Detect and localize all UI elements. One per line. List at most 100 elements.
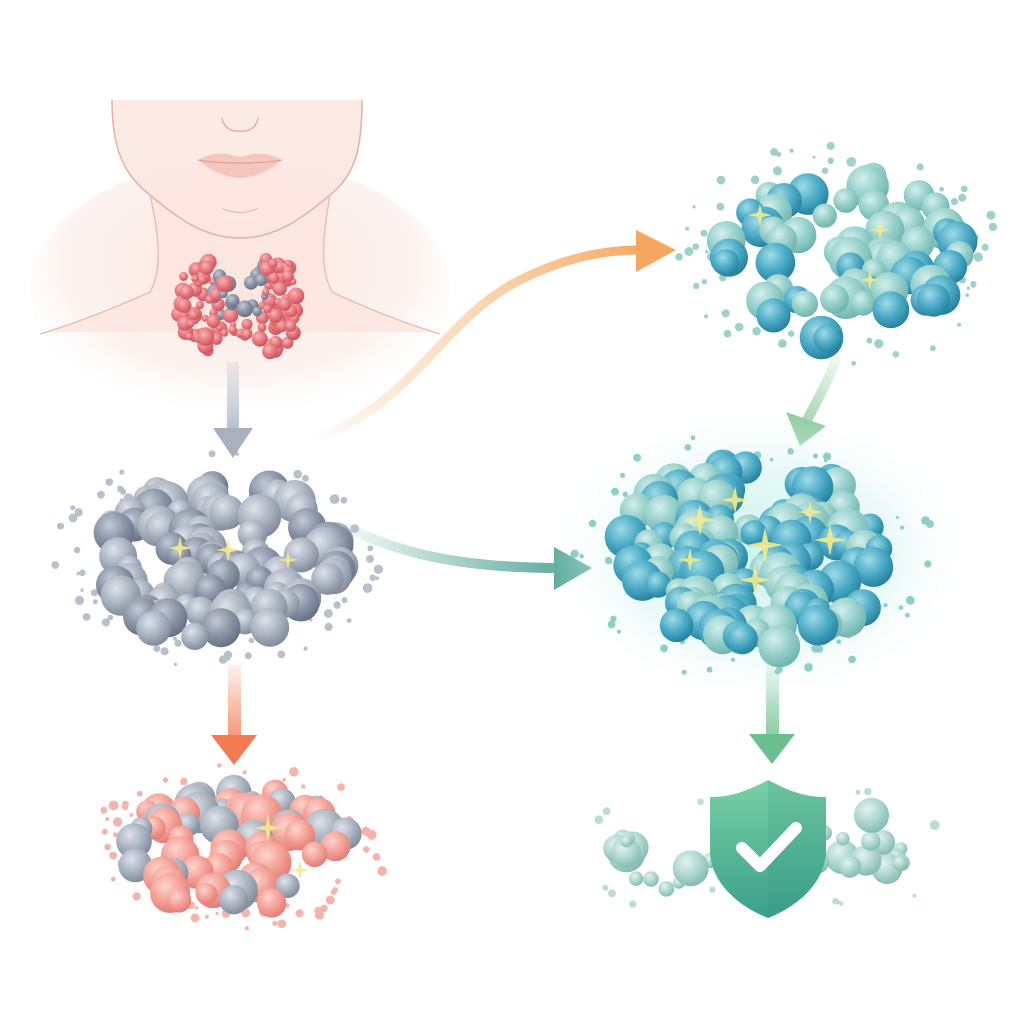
particle — [821, 167, 829, 174]
particle — [248, 637, 255, 644]
thyroid-cell — [199, 260, 214, 275]
particle — [616, 629, 622, 634]
particle — [629, 900, 637, 908]
cell — [136, 611, 172, 646]
particle — [855, 789, 861, 795]
particle — [604, 556, 613, 565]
bubble — [672, 850, 709, 887]
sparkle-icon — [216, 538, 240, 562]
particle — [787, 448, 794, 455]
particle — [242, 770, 247, 775]
thyroid-cell — [281, 270, 294, 283]
bubble — [658, 881, 675, 897]
particle — [132, 892, 141, 901]
cell — [250, 608, 290, 647]
arrow-grey-to-salmon-cluster — [211, 665, 257, 765]
particle — [369, 574, 377, 582]
particle — [848, 655, 856, 664]
particle — [898, 605, 904, 610]
thyroid-cell — [287, 287, 305, 305]
particle — [692, 243, 700, 251]
thyroid-cell — [241, 318, 253, 330]
particle — [244, 652, 252, 660]
bubble — [892, 855, 908, 871]
particle — [846, 157, 857, 167]
particle — [105, 478, 113, 486]
cell — [833, 188, 858, 213]
particle — [832, 898, 839, 905]
thyroid-cell — [186, 319, 195, 328]
particle — [957, 322, 962, 327]
thyroid-cell — [206, 314, 221, 328]
particle — [602, 884, 609, 891]
cell — [181, 622, 209, 651]
particle — [905, 595, 915, 605]
particle — [684, 444, 692, 451]
particle — [112, 832, 118, 838]
particle — [76, 571, 80, 576]
thyroid-gland — [171, 253, 305, 360]
particle — [110, 876, 116, 882]
cell — [726, 623, 758, 655]
particle — [970, 281, 977, 288]
thyroid-cell — [276, 320, 288, 333]
particle — [602, 807, 611, 816]
particle — [752, 326, 761, 336]
particle — [916, 163, 924, 171]
thyroid-cell — [195, 301, 204, 310]
particle — [900, 525, 905, 530]
particle — [302, 474, 309, 482]
particle — [700, 229, 708, 237]
particle — [362, 846, 370, 853]
thyroid-cell — [179, 284, 194, 300]
thyroid-cell — [252, 306, 262, 317]
sparkle-icon — [814, 524, 846, 556]
cell — [850, 290, 876, 316]
bubble — [836, 831, 850, 846]
sparkle-icon — [860, 270, 880, 290]
particle — [607, 889, 616, 898]
particle — [883, 603, 888, 608]
particle — [375, 576, 380, 581]
glowing-teal-cell-cluster-icon — [570, 435, 934, 675]
particle — [823, 452, 832, 461]
particle — [277, 919, 287, 928]
particle — [866, 337, 873, 344]
bubble — [620, 835, 633, 848]
thyroid-cell — [268, 272, 280, 284]
thyroid-cell — [263, 304, 272, 314]
particle — [851, 361, 857, 366]
particle — [70, 505, 76, 511]
particle — [836, 639, 842, 645]
particle — [282, 777, 286, 782]
particle — [119, 469, 125, 475]
particle — [815, 644, 824, 653]
particle — [730, 657, 736, 662]
cell — [755, 242, 796, 283]
particle — [190, 913, 200, 923]
cell — [320, 831, 351, 862]
particle — [314, 906, 323, 915]
particle — [579, 554, 584, 559]
sparkle-icon — [739, 564, 771, 596]
particle — [235, 452, 239, 456]
particle — [129, 813, 134, 817]
cell — [275, 873, 300, 898]
cell — [758, 625, 801, 668]
particle — [716, 175, 726, 185]
particle — [153, 645, 161, 652]
particle — [74, 595, 85, 606]
particle — [377, 866, 387, 876]
cell — [812, 203, 837, 228]
particle — [340, 496, 348, 504]
cell — [659, 608, 694, 643]
particle — [324, 622, 333, 632]
particle — [776, 666, 783, 673]
particle — [716, 202, 725, 211]
particle — [721, 309, 730, 318]
bubble — [861, 831, 881, 851]
particle — [180, 777, 188, 786]
particle — [610, 615, 617, 622]
cell — [284, 819, 315, 851]
